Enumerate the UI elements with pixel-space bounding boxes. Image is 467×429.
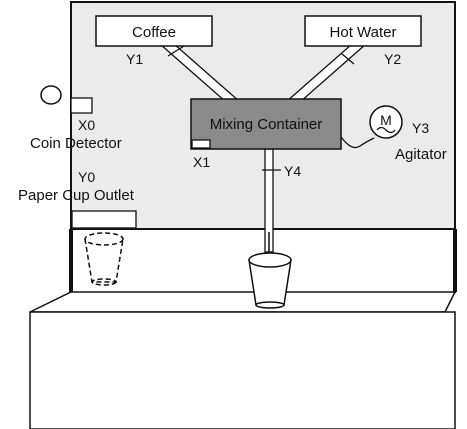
counter-base: [29, 311, 456, 429]
motor-wave-icon: [376, 126, 396, 134]
coffee-box: [95, 15, 213, 47]
x1-label: X1: [193, 154, 210, 170]
mixing-container: [190, 98, 342, 150]
agitator-motor-icon: [369, 105, 403, 139]
agitator-wire: [340, 136, 375, 149]
y4-label: Y4: [284, 163, 301, 179]
dashed-cup-icon: [84, 232, 124, 286]
hot-water-box: [304, 15, 422, 47]
y0-label: Y0: [78, 169, 95, 185]
agitator-label: Agitator: [395, 146, 447, 163]
coin-detector-label: Coin Detector: [30, 135, 122, 152]
cup-icon: [248, 252, 292, 309]
valve-y1-marker: [167, 45, 185, 57]
motor-symbol: M: [380, 112, 392, 128]
cup-outlet-slot: [71, 210, 137, 229]
coin-icon: [40, 85, 62, 105]
paper-cup-outlet-label: Paper Cup Outlet: [18, 187, 135, 204]
x0-label: X0: [78, 117, 95, 133]
x1-sensor: [191, 139, 211, 149]
y3-label: Y3: [412, 120, 429, 136]
mixing-container-label: Mixing Container: [210, 116, 323, 133]
hot-water-label: Hot Water: [330, 24, 397, 41]
coffee-label: Coffee: [132, 24, 176, 41]
x0-sensor: [70, 97, 93, 114]
valve-y2-marker: [341, 53, 355, 65]
counter-top: [29, 291, 457, 313]
y2-label: Y2: [384, 51, 401, 67]
y1-label: Y1: [126, 51, 143, 67]
